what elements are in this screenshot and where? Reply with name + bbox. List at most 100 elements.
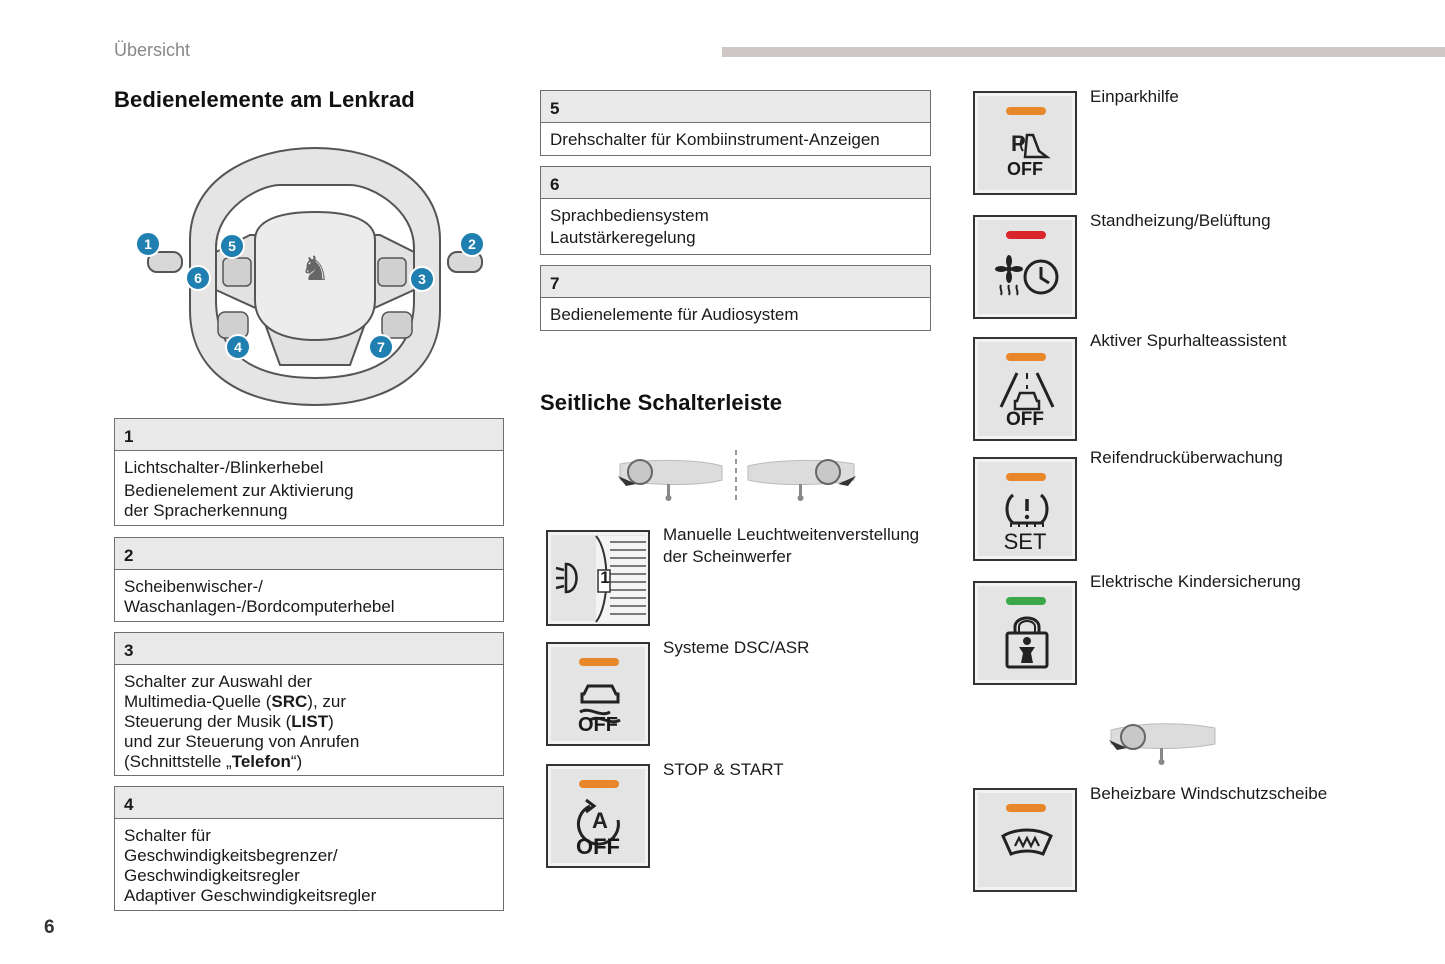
child-lock-button[interactable]: [973, 581, 1077, 685]
item-line: Bedienelement zur Aktivierung: [124, 481, 354, 500]
callout-6-marker: [185, 265, 211, 291]
callout-2: 2: [468, 236, 476, 252]
callout-2-marker: [459, 231, 485, 257]
status-led: [1006, 473, 1046, 481]
item-line: Scheibenwischer-/: [124, 577, 263, 596]
callout-3-marker: [409, 266, 435, 292]
set-text: SET: [1003, 529, 1047, 554]
left-stalk: [147, 251, 183, 273]
status-led: [579, 780, 619, 788]
status-led: [579, 658, 619, 666]
callout-6: 6: [194, 270, 202, 286]
item-line: und zur Steuerung von Anrufen: [124, 732, 360, 751]
stop-start-button[interactable]: A OFF: [546, 764, 650, 868]
control-item-3: 3 Schalter zur Auswahl der Multimedia-Qu…: [114, 632, 504, 776]
item-number: 2: [115, 538, 503, 570]
tyre-pressure-label: Reifendrucküberwachung: [1090, 448, 1283, 467]
item-line: der Spracherkennung: [124, 501, 288, 520]
list-keyword: LIST: [291, 712, 329, 731]
label-line: Manuelle Leuchtweitenverstellung: [663, 525, 920, 544]
item-line: Lautstärkeregelung: [550, 228, 696, 247]
control-item-4: 4 Schalter für Geschwindigkeitsbegrenzer…: [114, 786, 504, 911]
lane-keeping-button[interactable]: OFF: [973, 337, 1077, 441]
stop-start-label: STOP & START: [663, 760, 784, 779]
svg-text:P: P: [1011, 131, 1026, 156]
callout-7: 7: [377, 339, 385, 355]
heated-windscreen-button[interactable]: [973, 788, 1077, 892]
item-line: Steuerung der Musik (LIST): [124, 712, 334, 731]
heated-windscreen-label: Beheizbare Windschutzscheibe: [1090, 784, 1328, 803]
svg-text:A: A: [592, 808, 608, 833]
steering-controls-title: Bedienelemente am Lenkrad: [114, 87, 415, 112]
headlamp-range-switch[interactable]: 1: [546, 530, 650, 626]
dashboard-center-illustration: [1109, 723, 1216, 765]
off-text: OFF: [1007, 159, 1043, 179]
off-text: OFF: [576, 834, 620, 859]
left-switch-cluster: [222, 257, 252, 287]
item-line: Geschwindigkeitsbegrenzer/: [124, 846, 338, 865]
dsc-asr-button[interactable]: OFF: [546, 642, 650, 746]
dsc-off-icon: [579, 684, 621, 724]
item-line: Geschwindigkeitsregler: [124, 866, 300, 885]
off-text: OFF: [1006, 409, 1044, 430]
item-line: Waschanlagen-/Bordcomputerhebel: [124, 597, 395, 616]
child-lock-label: Elektrische Kindersicherung: [1090, 572, 1301, 591]
dashboard-location-illustration: [618, 450, 856, 502]
auxiliary-heating-label: Standheizung/Belüftung: [1090, 211, 1271, 230]
item-line: Drehschalter für Kombiinstrument-Anzeige…: [550, 130, 880, 149]
lane-keeping-label: Aktiver Spurhalteassistent: [1090, 331, 1287, 350]
item-number: 4: [115, 787, 503, 819]
wheel-hub: [254, 210, 376, 342]
callout-3: 3: [418, 271, 426, 287]
headlamp-range-dial-icon: [555, 535, 646, 623]
child-lock-icon: [1005, 616, 1049, 669]
item-number: 7: [541, 266, 930, 298]
callout-1: 1: [144, 236, 152, 252]
page-number: 6: [44, 917, 55, 938]
item-number: 1: [115, 419, 503, 451]
callout-5-marker: [219, 233, 245, 259]
section-header: Übersicht: [114, 40, 191, 60]
item-line: Adaptiver Geschwindigkeitsregler: [124, 886, 377, 905]
right-switch-cluster: [377, 257, 407, 287]
telefon-keyword: Telefon: [231, 752, 291, 771]
side-panel-title: Seitliche Schalterleiste: [540, 390, 783, 415]
status-led: [1006, 353, 1046, 361]
callout-7-marker: [368, 334, 394, 360]
header-bar: [722, 47, 1445, 57]
parking-sensor-button[interactable]: P OFF: [973, 91, 1077, 195]
dsc-label: Systeme DSC/ASR: [663, 638, 810, 657]
callout-4: 4: [234, 339, 242, 355]
lower-right-switch: [381, 311, 413, 339]
status-led: [1006, 804, 1046, 812]
lane-keeping-off-icon: [999, 372, 1055, 411]
steering-wheel-illustration: ♞ 1 2 3 4 5 6 7: [135, 146, 485, 407]
callout-5: 5: [228, 238, 236, 254]
item-line: Bedienelemente für Audiosystem: [550, 305, 799, 324]
callout-1-marker: [135, 231, 161, 257]
callout-4-marker: [225, 334, 251, 360]
item-line: Multimedia-Quelle (SRC), zur: [124, 692, 347, 711]
lion-logo-icon: ♞: [300, 249, 330, 289]
tyre-pressure-set-icon: [1005, 493, 1049, 527]
item-line: Lichtschalter-/Blinkerhebel: [124, 458, 324, 477]
src-keyword: SRC: [271, 692, 308, 711]
off-text: OFF: [578, 714, 618, 736]
tyre-pressure-button[interactable]: SET: [973, 457, 1077, 561]
control-item-2: 2 Scheibenwischer-/ Waschanlagen-/Bordco…: [114, 537, 504, 622]
heated-windscreen-icon: [1001, 828, 1053, 856]
parking-label: Einparkhilfe: [1090, 87, 1179, 106]
dial-value: 1: [600, 568, 610, 587]
control-item-7: 7 Bedienelemente für Audiosystem: [540, 265, 931, 331]
item-line: (Schnittstelle „Telefon“): [124, 752, 303, 771]
auxiliary-heating-icon: [995, 255, 1059, 296]
lower-left-switch: [217, 311, 249, 339]
status-led: [1006, 107, 1046, 115]
auxiliary-heating-button[interactable]: [973, 215, 1077, 319]
item-number: 5: [541, 91, 930, 123]
control-item-5: 5 Drehschalter für Kombiinstrument-Anzei…: [540, 90, 931, 156]
item-line: Schalter für: [124, 826, 211, 845]
status-led: [1006, 231, 1046, 239]
stop-start-off-icon: A: [576, 798, 620, 846]
control-item-1: 1 Lichtschalter-/Blinkerhebel Bedienelem…: [114, 418, 504, 526]
